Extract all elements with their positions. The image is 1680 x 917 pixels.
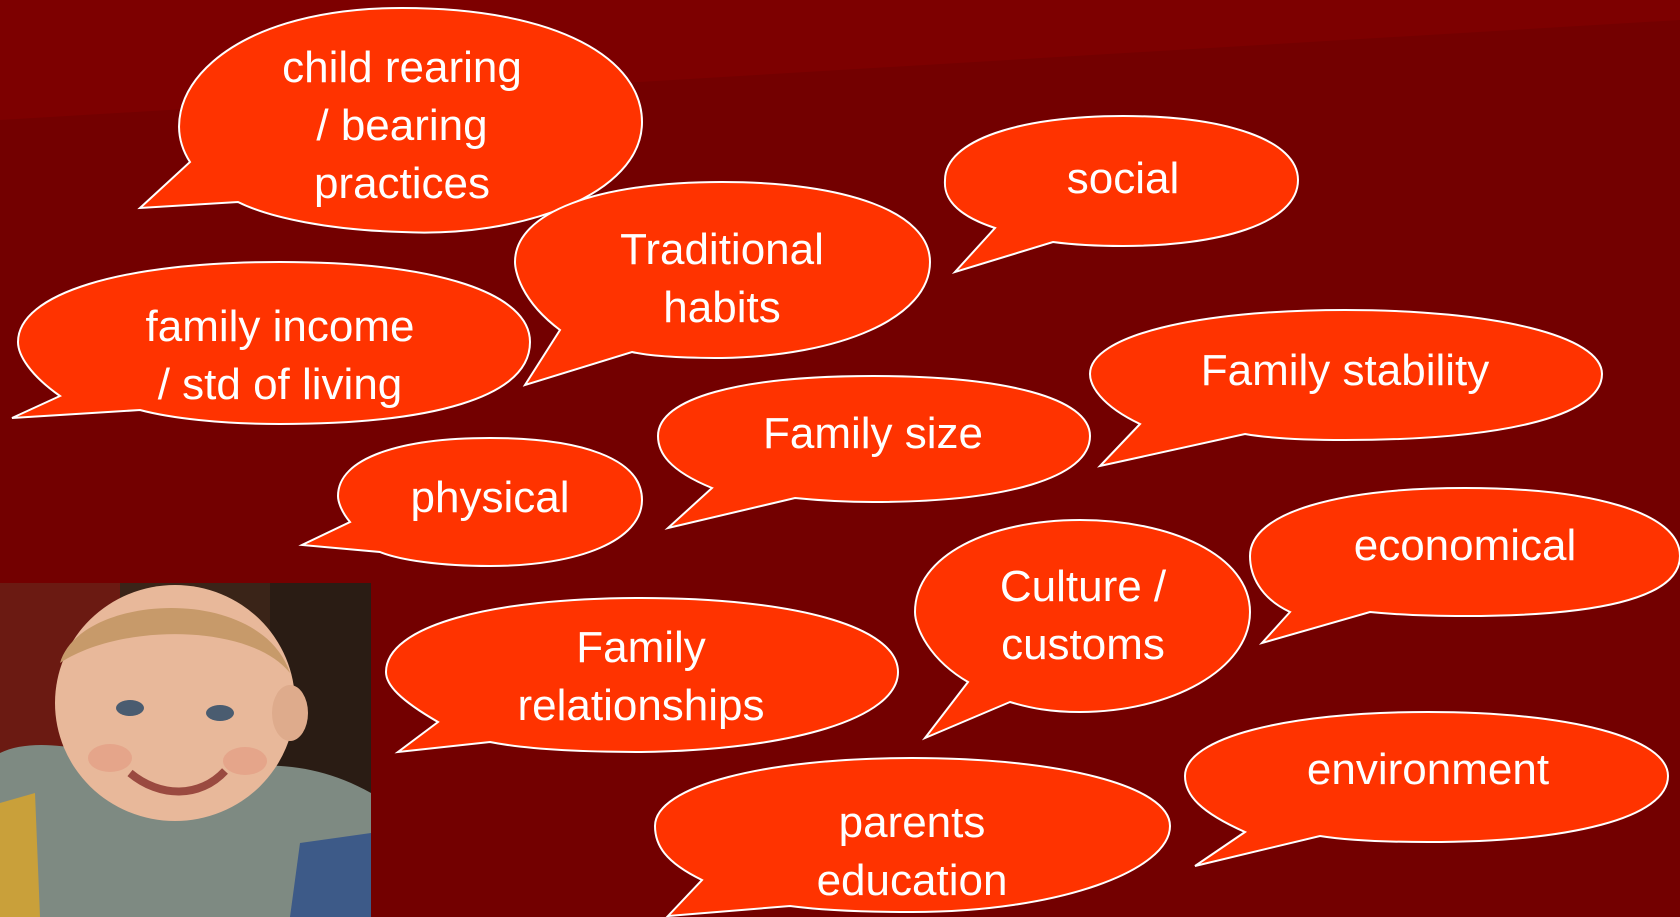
bubble-parents-education: parents education bbox=[816, 798, 1008, 905]
bubble-family-stability-shape bbox=[1088, 308, 1604, 468]
bubble-physical-shape bbox=[298, 436, 644, 568]
bubble-relationships-shape bbox=[384, 596, 900, 754]
bubble-economical-shape bbox=[1248, 486, 1680, 645]
bubble-culture-customs: Culture / customs bbox=[999, 562, 1167, 669]
bubble-traditional-shape bbox=[513, 180, 932, 387]
bubble-family-relationships: Family relationships bbox=[517, 623, 765, 730]
bubble-environment-shape bbox=[1183, 710, 1670, 867]
bubble-physical: physical bbox=[410, 473, 570, 522]
bubble-culture-shape bbox=[913, 518, 1252, 741]
bubble-social: social bbox=[1066, 154, 1180, 203]
bubble-family-size-shape bbox=[656, 374, 1092, 530]
bubble-family-income-shape bbox=[11, 260, 532, 426]
baby-photo bbox=[0, 583, 371, 917]
bubble-environment: environment bbox=[1306, 745, 1550, 794]
bubble-family-size: Family size bbox=[762, 409, 984, 458]
bubble-family-income: family income / std of living bbox=[145, 302, 415, 409]
bubble-traditional-habits: Traditional habits bbox=[620, 225, 824, 332]
bubble-child-rearing: child rearing / bearing practices bbox=[282, 43, 522, 208]
bubble-social-shape bbox=[943, 114, 1300, 275]
bubble-child-rearing-shape bbox=[137, 6, 644, 234]
bubble-parents-shape bbox=[653, 756, 1172, 917]
bubble-economical: economical bbox=[1353, 521, 1577, 570]
bubble-family-stability: Family stability bbox=[1200, 346, 1490, 395]
